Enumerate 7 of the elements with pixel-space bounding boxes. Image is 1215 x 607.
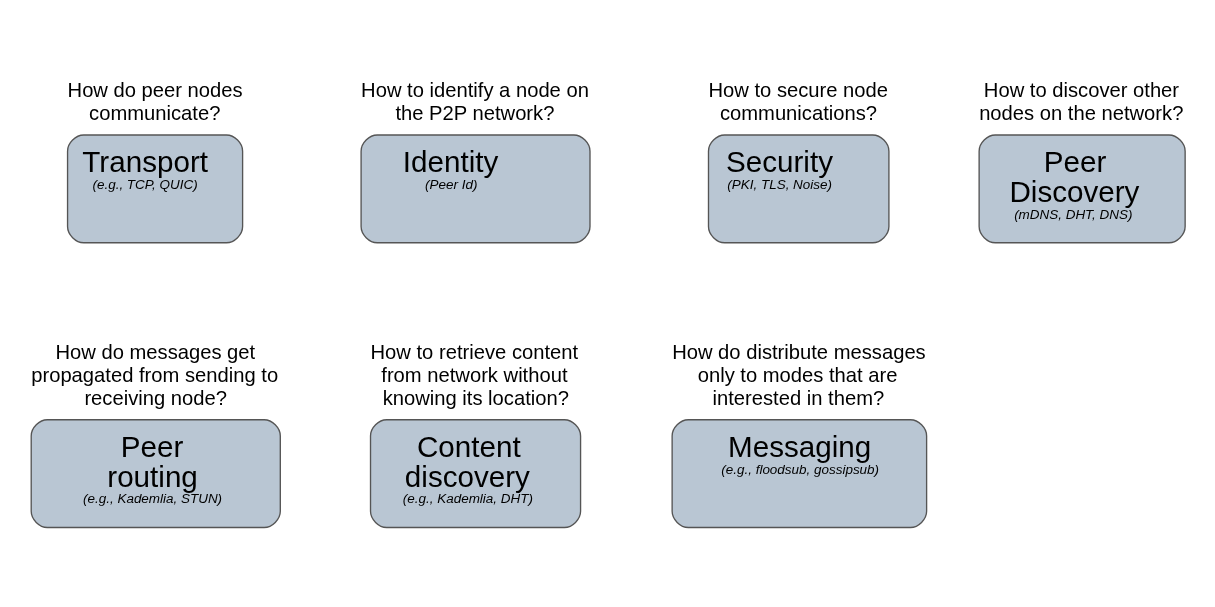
- node-label: How to discover other nodes on the network?: [979, 78, 1184, 124]
- node-label: How to secure node communications?: [708, 78, 889, 124]
- node-label: How to identify a node on the P2P network?: [361, 78, 589, 124]
- node-label: How to retrieve content from network without knowing its location?: [370, 340, 579, 409]
- node-label: How do distribute messages only to modes that are interested in them?: [672, 340, 926, 409]
- node-label: How do peer nodes communicate?: [67, 78, 243, 124]
- node-label: How do messages get propagated from sending to receiving node?: [31, 340, 279, 409]
